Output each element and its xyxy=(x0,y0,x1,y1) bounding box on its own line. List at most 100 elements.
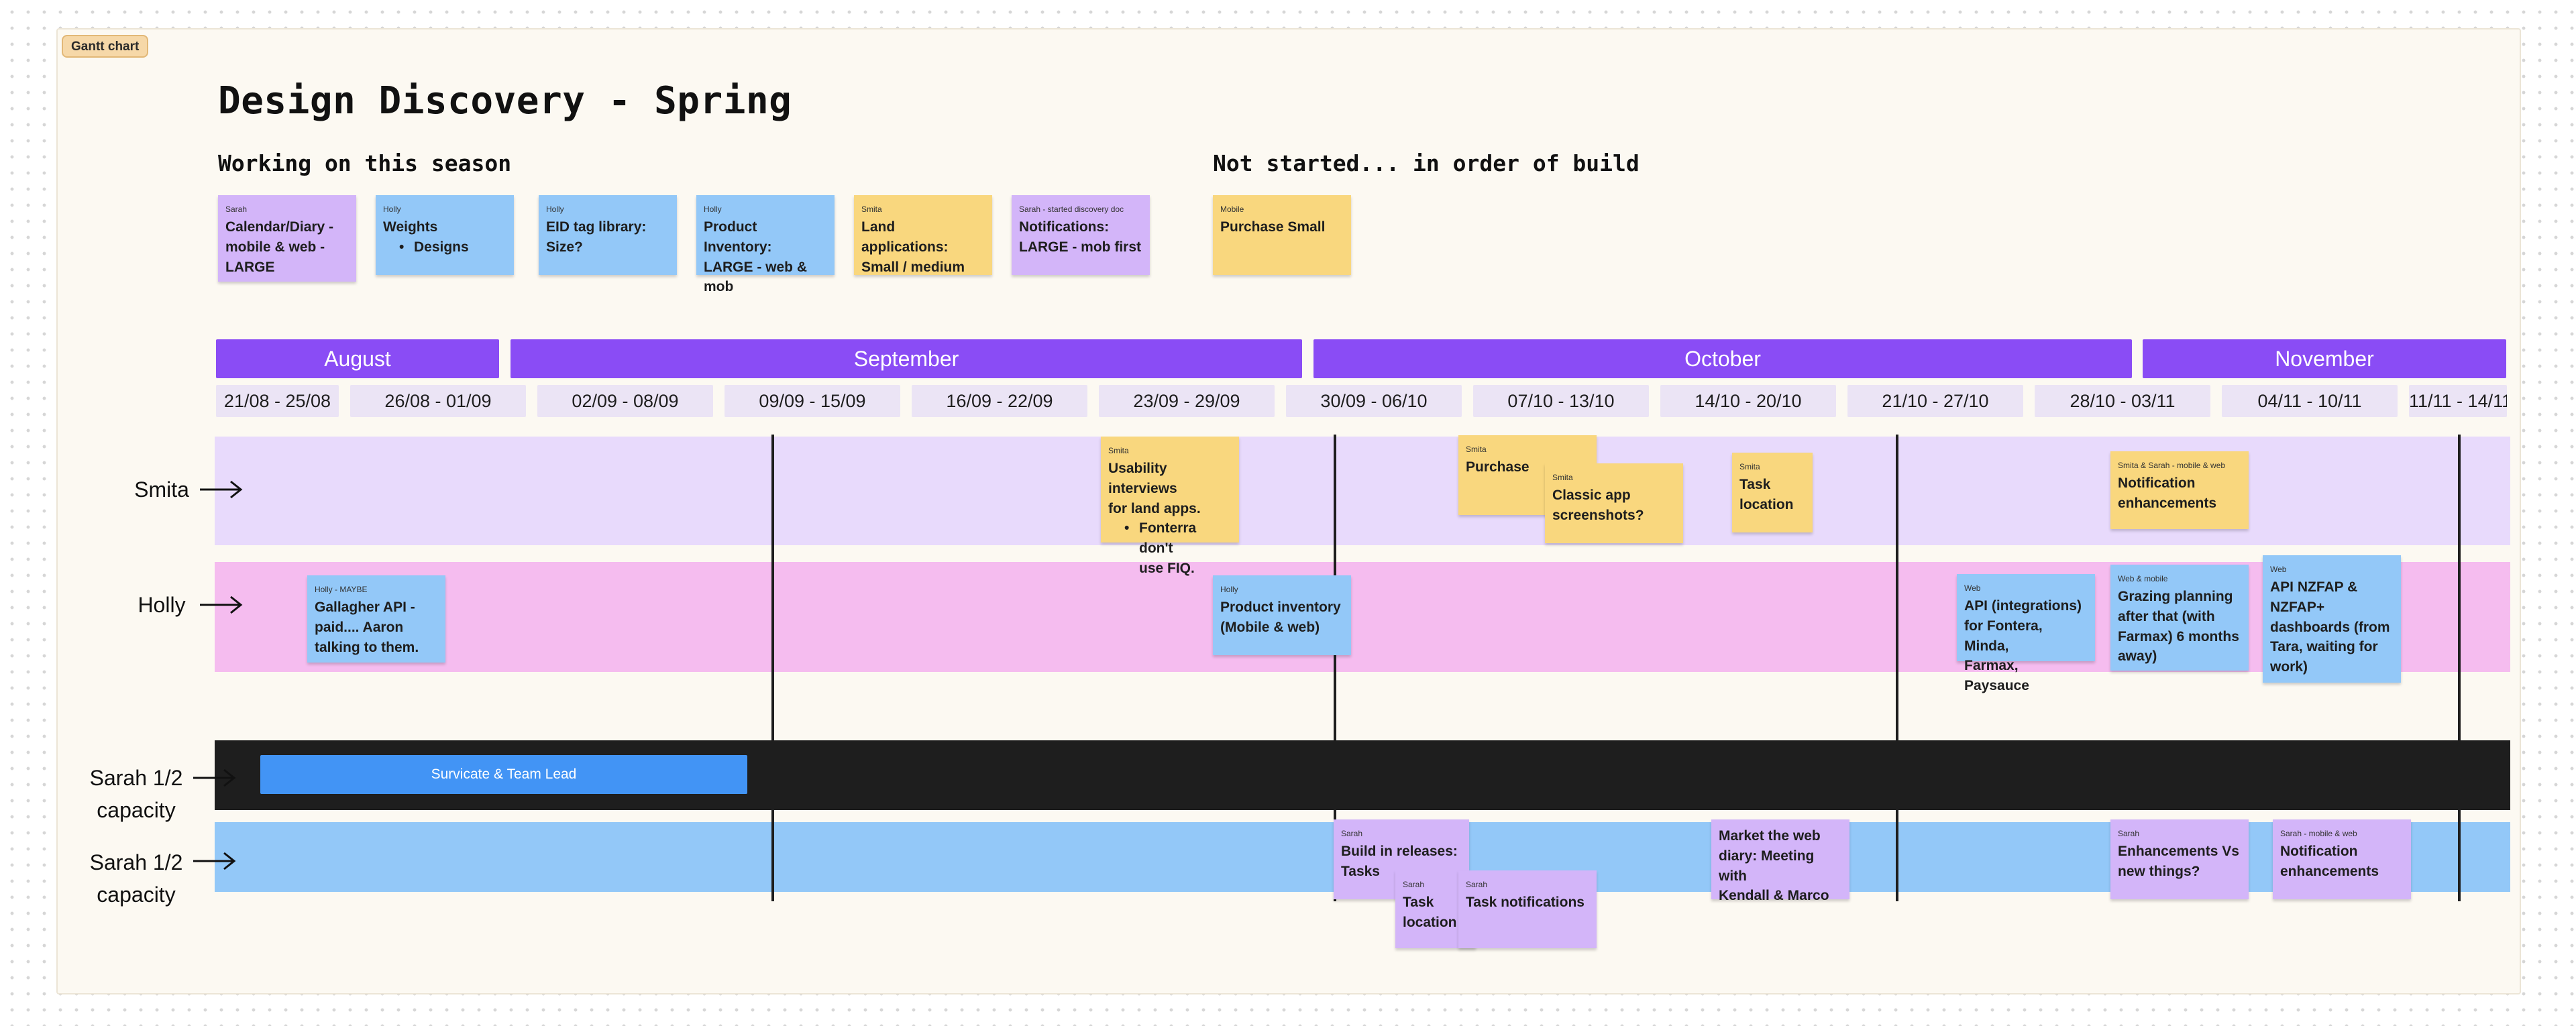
note-line: away) xyxy=(2118,648,2157,665)
sticky-note-task-location-smita[interactable]: Smita Task location xyxy=(1732,453,1813,532)
sticky-note-usability-interviews[interactable]: Smita Usability interviews for land apps… xyxy=(1101,437,1239,576)
note-line: Market the web xyxy=(1719,828,1821,844)
sticky-note-api-integrations[interactable]: Web API (integrations) for Fontera, Mind… xyxy=(1957,574,2095,693)
milestone-line xyxy=(1334,435,1336,901)
note-line: Task notifications xyxy=(1466,895,1585,910)
survicate-team-lead-bar[interactable]: Survicate & Team Lead xyxy=(260,755,747,794)
arrow-right-icon xyxy=(200,595,243,614)
note-author: Sarah xyxy=(1341,829,1363,838)
lane-label-line: Sarah 1/2 xyxy=(89,766,183,790)
sticky-note-weights[interactable]: Holly Weights •Designs xyxy=(376,195,514,275)
milestone-line xyxy=(771,435,774,901)
sticky-note-purchase-small[interactable]: Mobile Purchase Small xyxy=(1213,195,1351,275)
sticky-note-market-web-diary[interactable]: Market the web diary: Meeting with Kenda… xyxy=(1711,819,1849,903)
note-line: location xyxy=(1403,914,1457,930)
sticky-note-product-inventory-holly[interactable]: Holly Product inventory (Mobile & web) xyxy=(1213,575,1351,655)
sticky-note-product-inventory[interactable]: Holly Product Inventory: LARGE - web & m… xyxy=(696,195,835,294)
note-line: Calendar/Diary - xyxy=(225,219,334,235)
note-bullet: •Fonterra don't xyxy=(1124,518,1231,559)
lane-label-line: Sarah 1/2 xyxy=(89,850,183,874)
note-line: dashboards (from xyxy=(2270,619,2390,635)
frame-label[interactable]: Gantt chart xyxy=(62,35,149,58)
note-line: for land apps. xyxy=(1108,500,1201,516)
milestone-line xyxy=(2458,435,2461,901)
note-author: Sarah - started discovery doc xyxy=(1019,205,1124,214)
sticky-note-gallagher-api[interactable]: Holly - MAYBE Gallagher API - paid.... A… xyxy=(307,575,445,663)
sticky-note-task-notifications[interactable]: Sarah Task notifications xyxy=(1458,870,1597,948)
arrow-right-icon xyxy=(193,852,236,870)
note-line: Size? xyxy=(546,239,583,255)
note-author: Sarah xyxy=(225,205,248,214)
month-header-september: September xyxy=(511,339,1302,378)
milestone-line xyxy=(1896,435,1898,901)
note-line: Notifications: xyxy=(1019,219,1110,235)
not-started-section-heading: Not started... in order of build xyxy=(1213,150,1640,176)
note-author: Smita xyxy=(1466,445,1487,454)
note-line: mobile & web - xyxy=(225,239,325,255)
note-bullet-text: Designs xyxy=(414,239,469,255)
sticky-note-calendar-diary[interactable]: Sarah Calendar/Diary - mobile & web - LA… xyxy=(218,195,356,282)
note-line: location xyxy=(1739,496,1794,512)
lane-label-holly: Holly xyxy=(138,593,186,617)
sticky-note-notification-enhancements-sarah[interactable]: Sarah - mobile & web Notification enhanc… xyxy=(2273,819,2411,899)
sticky-note-notification-enhancements-smita[interactable]: Smita & Sarah - mobile & web Notificatio… xyxy=(2110,451,2249,529)
note-line: LARGE - web & mob xyxy=(704,259,808,295)
note-author: Web xyxy=(1964,583,1981,593)
sticky-note-grazing-planning[interactable]: Web & mobile Grazing planning after that… xyxy=(2110,565,2249,671)
note-line: Farmax, Paysauce xyxy=(1964,658,2029,694)
note-line: Gallagher API - xyxy=(315,600,415,615)
note-author: Sarah xyxy=(2118,829,2140,838)
note-line: Purchase xyxy=(1466,459,1529,475)
lane-label-sarah-2: Sarah 1/2 capacity xyxy=(79,846,193,911)
note-bullet-text: Fonterra don't xyxy=(1139,520,1197,557)
note-line: LARGE - mob first xyxy=(1019,239,1141,255)
sticky-note-land-applications[interactable]: Smita Land applications: Small / medium xyxy=(854,195,992,275)
month-header-august: August xyxy=(216,339,499,378)
note-author: Smita xyxy=(1739,462,1760,471)
note-author: Smita xyxy=(1552,473,1573,482)
sticky-note-notifications[interactable]: Sarah - started discovery doc Notificati… xyxy=(1012,195,1150,275)
note-line: Small / medium xyxy=(861,259,965,275)
lane-label-smita: Smita xyxy=(134,477,189,502)
note-line: Kendall & Marco xyxy=(1719,888,1829,904)
note-line: Tara, waiting for xyxy=(2270,639,2378,655)
sticky-note-api-nzfap[interactable]: Web API NZFAP & NZFAP+ dashboards (from … xyxy=(2263,555,2401,683)
note-author: Web xyxy=(2270,565,2287,574)
note-author: Smita xyxy=(1108,446,1129,455)
week-header: 02/09 - 08/09 xyxy=(537,385,713,417)
note-line: for Fontera, Minda, xyxy=(1964,618,2043,654)
note-line: Notification xyxy=(2280,844,2358,859)
note-bullet: use FIQ. xyxy=(1124,559,1231,579)
lane-label-line: capacity xyxy=(97,882,176,907)
sticky-note-enhancements-vs-new[interactable]: Sarah Enhancements Vs new things? xyxy=(2110,819,2249,899)
note-line: LARGE xyxy=(225,259,275,275)
month-header-october: October xyxy=(1313,339,2132,378)
note-author: Sarah xyxy=(1466,880,1488,889)
note-author: Holly - MAYBE xyxy=(315,585,368,594)
note-line: paid.... Aaron xyxy=(315,619,404,635)
sticky-note-eid-tag-library[interactable]: Holly EID tag library: Size? xyxy=(539,195,677,275)
note-author: Holly xyxy=(546,205,564,214)
note-line: Grazing planning xyxy=(2118,589,2233,604)
week-header: 26/08 - 01/09 xyxy=(350,385,526,417)
note-line: enhancements xyxy=(2118,495,2217,511)
note-author: Mobile xyxy=(1220,205,1244,214)
note-line: Classic app xyxy=(1552,488,1631,503)
week-header: 21/08 - 25/08 xyxy=(216,385,339,417)
note-line: Purchase Small xyxy=(1220,219,1326,235)
note-line: Land applications: xyxy=(861,219,949,255)
note-line: Task xyxy=(1739,477,1771,492)
note-line: Enhancements Vs xyxy=(2118,844,2239,859)
note-author: Smita xyxy=(861,205,882,214)
note-line: API (integrations) xyxy=(1964,598,2082,614)
month-header-november: November xyxy=(2143,339,2506,378)
note-line: after that (with xyxy=(2118,608,2215,624)
note-line: diary: Meeting with xyxy=(1719,848,1815,884)
sticky-note-classic-app-screenshots[interactable]: Smita Classic app screenshots? xyxy=(1545,463,1683,543)
note-line: work) xyxy=(2270,659,2308,675)
note-line: NZFAP+ xyxy=(2270,599,2325,615)
week-header: 16/09 - 22/09 xyxy=(912,385,1087,417)
lane-label-line: capacity xyxy=(97,798,176,822)
board-title: Design Discovery - Spring xyxy=(218,79,792,123)
week-header: 07/10 - 13/10 xyxy=(1473,385,1649,417)
